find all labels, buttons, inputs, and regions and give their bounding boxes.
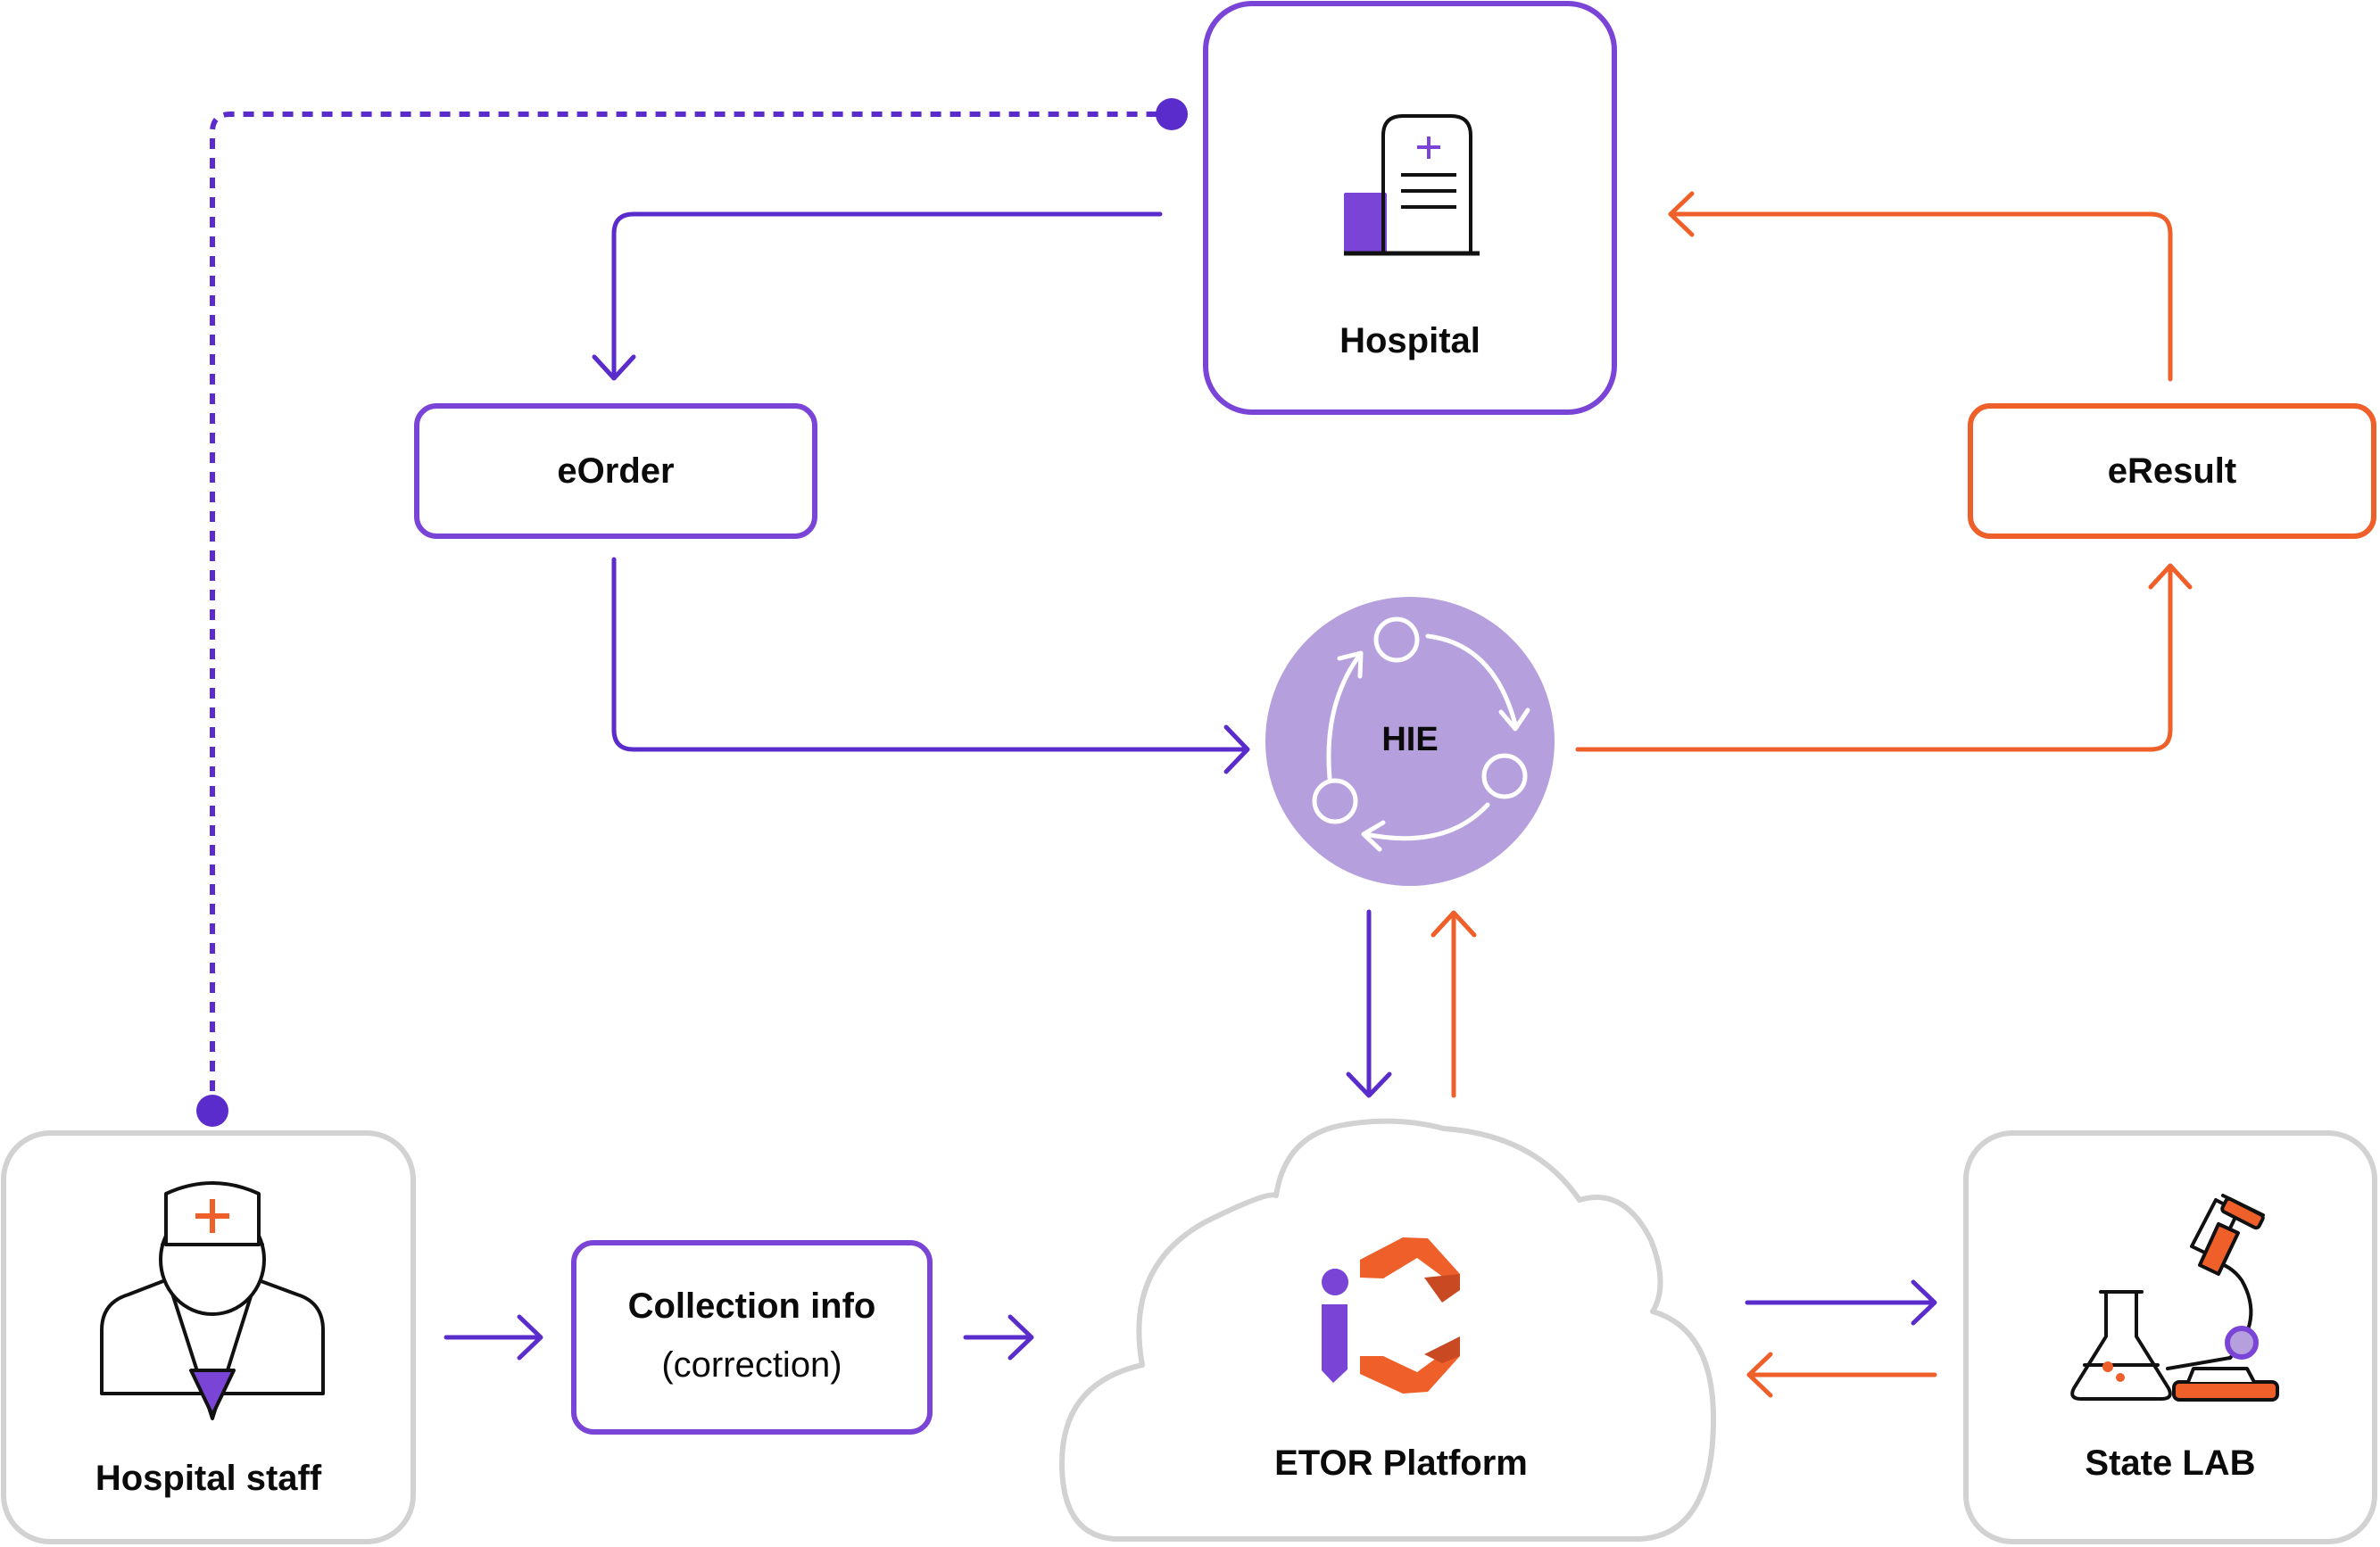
- eresult-node: [1968, 403, 2376, 539]
- doctor-icon: [100, 1181, 325, 1420]
- arrow-collection-to-etor: [963, 1314, 1034, 1361]
- dotted-connector-staff-hospital: [196, 98, 1188, 1127]
- eorder-node: [414, 403, 817, 539]
- hie-node: [1265, 597, 1555, 886]
- collection-info-label: Collection info: [627, 1286, 876, 1326]
- etor-platform-label: ETOR Platform: [1274, 1444, 1528, 1483]
- state-lab-label: State LAB: [2085, 1444, 2256, 1483]
- etor-logo-icon: [1322, 1237, 1460, 1394]
- lab-equipment-icon: [2070, 1194, 2279, 1402]
- refresh-cycle-icon: [1312, 616, 1530, 852]
- collection-info-sublabel: (correction): [661, 1345, 842, 1385]
- hospital-building-icon: [1344, 114, 1480, 256]
- eorder-label: eOrder: [557, 451, 675, 491]
- state-lab-node: [1963, 1130, 2377, 1544]
- arrow-staff-to-collection: [444, 1314, 543, 1361]
- etor-cloud-node: [1059, 1118, 1716, 1542]
- arrow-statelab-to-etor: [1746, 1352, 1937, 1398]
- arrow-etor-to-statelab: [1745, 1279, 1937, 1326]
- hospital-staff-label: Hospital staff: [95, 1459, 322, 1498]
- collection-info-node: [571, 1240, 933, 1435]
- arrow-eresult-to-hospital: [1668, 191, 2173, 382]
- arrow-eorder-to-hie: [611, 557, 1250, 774]
- eresult-label: eResult: [2107, 451, 2237, 491]
- arrow-hospital-to-eorder: [592, 211, 1163, 381]
- hie-label: HIE: [1381, 721, 1439, 758]
- hospital-label: Hospital: [1339, 321, 1480, 360]
- arrow-etor-to-hie: [1430, 910, 1477, 1098]
- arrow-hie-to-eresult: [1575, 563, 2193, 752]
- arrow-hie-to-etor: [1346, 909, 1392, 1098]
